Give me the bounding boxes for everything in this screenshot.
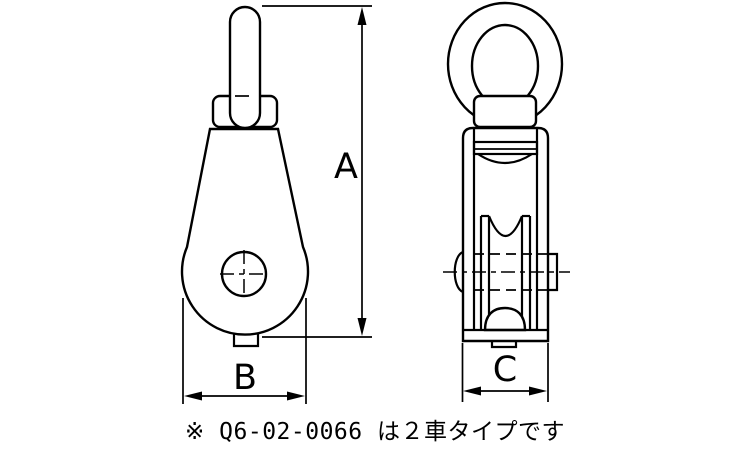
arrowhead-right-icon (287, 391, 305, 401)
top-pin-bar (472, 140, 539, 156)
caption-note-text: ※ Q6-02-0066 は２車タイプです (185, 419, 565, 445)
arrowhead-right-icon (529, 386, 547, 396)
bottom-tab-front (490, 341, 518, 349)
pulley-body (180, 127, 310, 336)
arrowhead-down-icon (357, 318, 367, 336)
swivel-collar-front (472, 94, 538, 129)
arrowhead-up-icon (357, 7, 367, 25)
sheave-groove-saddle (487, 215, 524, 237)
bottom-tab-side (232, 334, 260, 348)
dimension-c: C (461, 343, 549, 402)
side-view-drawing (180, 5, 310, 348)
swivel-ring-opening (470, 23, 540, 109)
axle-end-right (548, 252, 559, 292)
caption: ※ Q6-02-0066 は２車タイプです (185, 419, 565, 445)
arrowhead-left-icon (184, 391, 202, 401)
dimension-a: A (262, 5, 372, 338)
top-pin-arc (477, 153, 533, 165)
dim-label-a: A (334, 147, 358, 187)
dim-label-b: B (233, 358, 257, 398)
dimension-b: B (182, 298, 307, 404)
dim-label-c: C (493, 350, 517, 390)
front-view-drawing (443, 1, 570, 349)
sheave-bottom-dome (483, 306, 527, 332)
swivel-eye-stem (228, 5, 262, 130)
arrowhead-left-icon (463, 386, 481, 396)
